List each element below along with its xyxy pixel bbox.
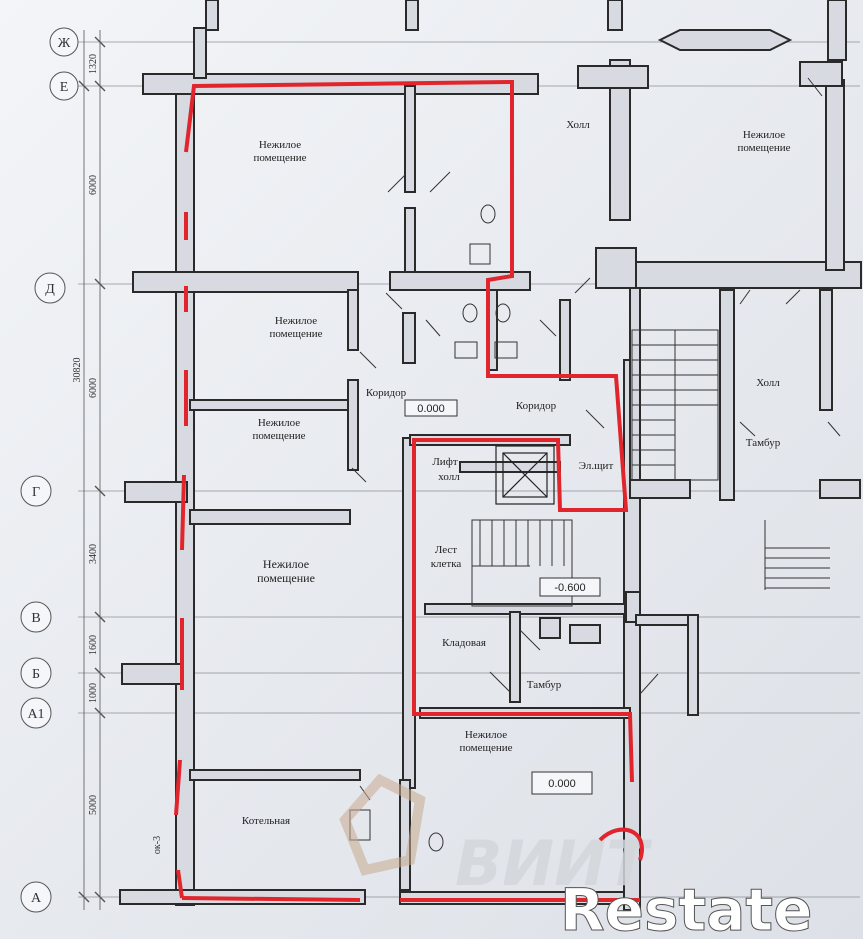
lift-shaft (495, 445, 555, 505)
room-label-vestibule-right: Тамбур (746, 437, 781, 449)
room-label-r6b: помещение (459, 742, 512, 754)
room-label-corridor2: Коридор (516, 400, 557, 412)
room-label-boiler: Котельная (242, 815, 290, 827)
highlight-outline (174, 79, 640, 902)
room-label-lift-hall-a: Лифт (432, 456, 457, 468)
watermark-brand-viit: ВИИТ (455, 827, 653, 900)
room-label-r5b: помещение (737, 142, 790, 154)
watermark-brand-restate: Restate (560, 876, 812, 939)
axis-label-b: Б (32, 667, 40, 682)
dim-1320: 1320 (88, 54, 99, 74)
axis-label-a1: А1 (27, 707, 44, 722)
level-label-3: 0.000 (548, 778, 576, 790)
dim-3400: 3400 (88, 544, 99, 564)
dim-6000a: 6000 (88, 175, 99, 195)
watermark-restate-logo: Restate (560, 827, 813, 939)
room-label-r3b: помещение (252, 430, 305, 442)
level-box-2 (539, 577, 601, 597)
dim-5000: 5000 (88, 795, 99, 815)
canopy-outline (657, 29, 793, 51)
axis-label-e: Е (60, 80, 69, 95)
level-box-3 (531, 771, 593, 795)
toilet-fixtures (349, 204, 518, 852)
axis-bubbles (20, 27, 79, 913)
dim-1600: 1600 (88, 635, 99, 655)
axis-label-v: В (31, 611, 40, 626)
stairs-right (631, 329, 719, 481)
room-label-vestibule: Тамбур (527, 679, 562, 691)
axis-label-g: Г (32, 485, 40, 500)
dim-6000b: 6000 (88, 378, 99, 398)
room-label-storage: Кладовая (442, 637, 486, 649)
stairs-center (471, 519, 573, 607)
window-mark: ок-3 (152, 836, 163, 854)
level-label-2: -0.600 (554, 582, 585, 594)
dimension-chain (78, 30, 106, 910)
room-label-hall-right: Холл (756, 377, 780, 389)
room-label-r4b: помещение (257, 571, 315, 585)
room-label-lift-hall-b: холл (438, 471, 460, 483)
room-label-stairwell-b: клетка (431, 558, 462, 570)
room-label-r5a: Нежилое (743, 129, 785, 141)
room-label-r1a: Нежилое (259, 139, 301, 151)
room-label-r3a: Нежилое (258, 417, 300, 429)
axis-label-a: А (31, 891, 42, 906)
room-label-r2a: Нежилое (275, 315, 317, 327)
axis-label-d: Д (45, 282, 55, 297)
room-label-r2b: помещение (269, 328, 322, 340)
dim-total: 30820 (72, 358, 83, 383)
watermark-logo-icon (339, 773, 426, 876)
room-label-el-panel: Эл.щит (579, 460, 614, 472)
room-label-r4a: Нежилое (263, 557, 309, 571)
room-label-hall-top: Холл (566, 119, 590, 131)
room-label-corridor1: Коридор (366, 387, 407, 399)
room-label-r6a: Нежилое (465, 729, 507, 741)
dim-1000: 1000 (88, 683, 99, 703)
level-label-1: 0.000 (417, 403, 445, 415)
level-box-1 (404, 399, 458, 417)
room-label-stairwell-a: Лест (435, 544, 457, 556)
axis-label-zh: Ж (58, 36, 71, 51)
room-label-r1b: помещение (253, 152, 306, 164)
stairs-entrance-right (764, 520, 830, 590)
